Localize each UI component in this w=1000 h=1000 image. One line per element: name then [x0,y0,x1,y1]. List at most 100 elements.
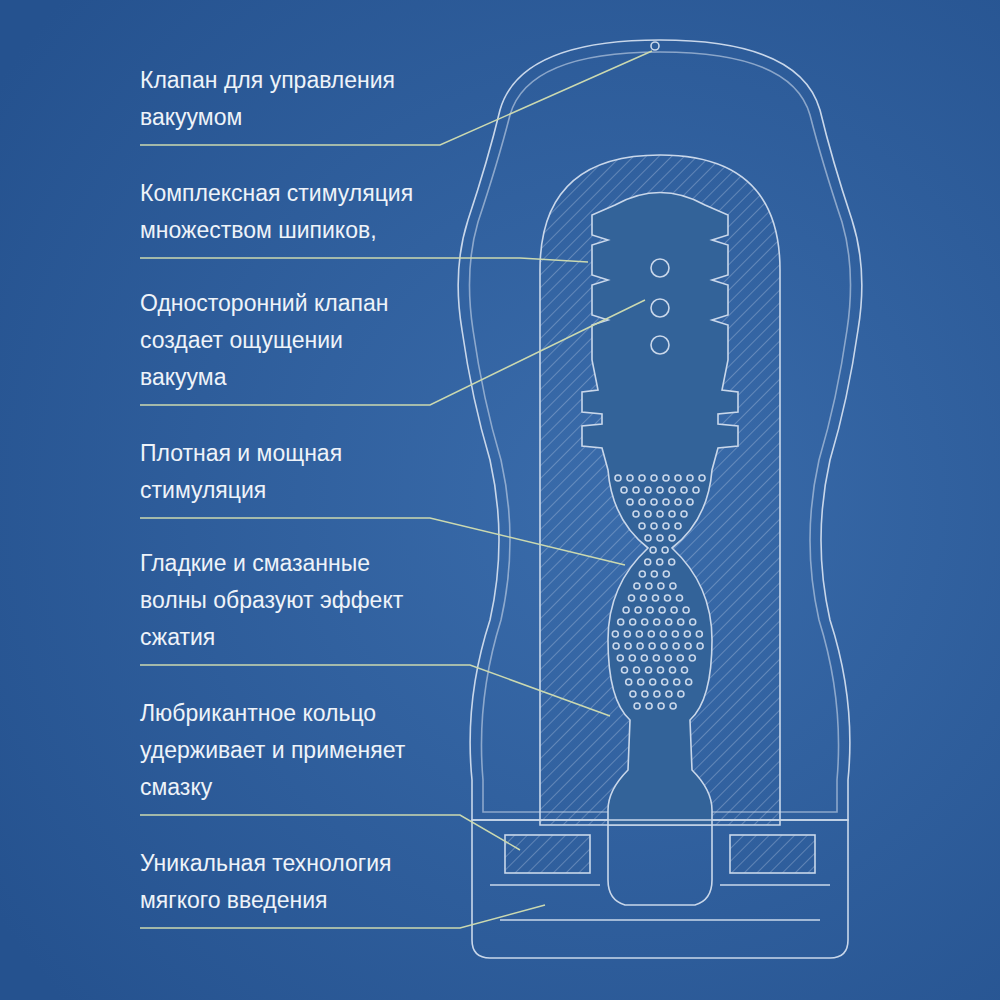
bump-dot [629,595,635,601]
bump-dot [630,691,636,697]
bump-dot [618,619,624,625]
bump-dot [613,643,619,649]
bump-dot [622,667,628,673]
bump-dot [615,475,621,481]
bump-dot [642,691,648,697]
bump-dot [642,619,648,625]
callout-text: Клапан для управления вакуумом [140,62,430,136]
bump-dot [646,667,652,673]
leader-line [140,258,588,262]
callout-text: Любрикантное кольцо удерживает и применя… [140,695,430,806]
bump-dot [686,679,692,685]
bump-dot [633,487,639,493]
bump-dot [651,499,657,505]
bump-dot [659,607,665,613]
base [472,820,848,958]
valve-hole [651,299,669,317]
bump-dot [661,643,667,649]
bump-dot [650,679,656,685]
bump-dots [612,475,705,709]
bump-dot [645,535,651,541]
callout-text: Уникальная технология мягкого введения [140,845,430,919]
bump-dot [626,679,632,685]
bump-dot [683,607,689,613]
callout-text: Односторонний клапан создает ощущении ва… [140,285,430,396]
bump-dot [654,619,660,625]
bump-dot [633,511,639,517]
bump-dot [658,703,664,709]
bump-dot [675,523,681,529]
bump-dot [621,487,627,493]
bump-dot [663,475,669,481]
bump-dot [624,631,630,637]
bump-dot [623,607,629,613]
bump-dot [684,631,690,637]
bump-dot [651,571,657,577]
bump-dot [648,631,654,637]
bump-dot [674,679,680,685]
callout-text: Комплексная стимуляция множеством шипико… [140,175,430,249]
bump-dot [665,655,671,661]
bump-dot [685,643,691,649]
base-lip [490,885,830,920]
bump-dot [687,475,693,481]
bump-dot [671,607,677,613]
bump-dot [672,631,678,637]
bump-dot [612,631,618,637]
bump-dot [675,499,681,505]
bump-dot [669,511,675,517]
bump-dot [639,571,645,577]
bump-dot [669,487,675,493]
bump-dot [662,679,668,685]
bump-dot [670,583,676,589]
bump-dot [630,619,636,625]
bump-dot [673,643,679,649]
callout-text: Гладкие и смазанные волны образуют эффек… [140,545,430,656]
bump-dot [677,595,683,601]
bump-dot [653,595,659,601]
vacuum-valve [651,42,659,50]
bump-dot [670,667,676,673]
bump-dot [627,475,633,481]
bump-dot [663,499,669,505]
bump-dot [634,583,640,589]
bump-dot [660,631,666,637]
bump-dot [689,655,695,661]
bump-dot [657,559,663,565]
cup-drawing [458,40,862,958]
bump-dot [641,655,647,661]
bump-dot [663,571,669,577]
bump-dot [666,619,672,625]
leader-line [140,51,652,145]
bump-dot [693,487,699,493]
bump-dot [681,511,687,517]
bump-dot [637,643,643,649]
leader-lines [140,51,652,928]
valve-hole [651,336,669,354]
bump-dot [657,487,663,493]
bump-dot [696,631,702,637]
lube-ring [505,835,590,873]
bump-dot [649,643,655,649]
callout-text: Плотная и мощная стимуляция [140,435,430,509]
bump-dot [687,499,693,505]
inner-cavity [582,193,738,826]
bump-dot [669,559,675,565]
bump-dot [665,595,671,601]
bump-dot [658,583,664,589]
leader-line [140,815,520,850]
bump-dot [651,475,657,481]
bump-dot [666,691,672,697]
bump-dot [678,619,684,625]
bump-dot [647,607,653,613]
bump-dot [635,607,641,613]
bump-dot [634,667,640,673]
bump-dot [627,499,633,505]
bump-dot [653,655,659,661]
bump-dot [625,643,631,649]
bump-dot [670,703,676,709]
bump-dot [675,475,681,481]
bump-dot [636,631,642,637]
bump-dot [657,511,663,517]
